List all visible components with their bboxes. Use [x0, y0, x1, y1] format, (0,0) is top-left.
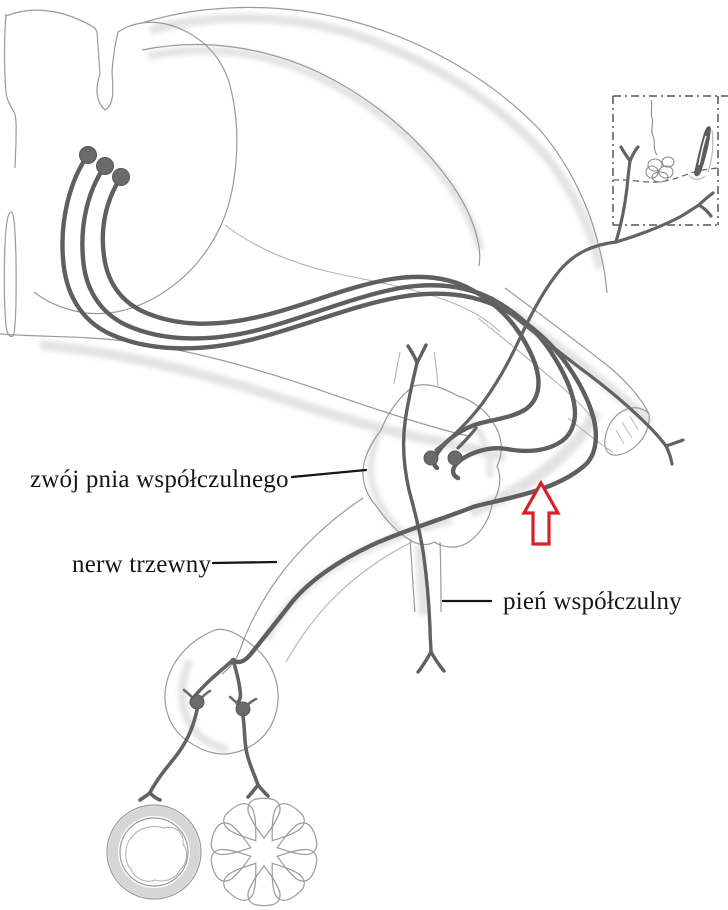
spinal-cord-outline	[0, 9, 501, 437]
preganglionic-soma-3	[112, 168, 130, 186]
sweat-gland-coil	[645, 99, 675, 183]
axon-to-skin	[434, 240, 618, 452]
label-trunk-ganglion: zwój pnia współczulnego	[30, 466, 289, 493]
prevertebral-soma-2	[235, 701, 251, 717]
leader-splanchnic-nerve	[211, 560, 278, 565]
trunk-ganglion-soma-1	[423, 450, 439, 466]
neuron-cell-bodies	[79, 146, 463, 717]
gland-cross-section	[207, 797, 321, 907]
label-sympathetic-trunk: pień współczulny	[503, 588, 682, 615]
sympathetic-trunk-fiber	[401, 343, 446, 674]
gland-lobule	[247, 797, 281, 839]
prevertebral-ganglion-outline	[164, 628, 279, 755]
preganglionic-soma-1	[79, 146, 97, 164]
axon-to-gland	[241, 714, 260, 787]
prevertebral-soma-1	[189, 694, 205, 710]
labels: zwój pnia współczulnego nerw trzewny pie…	[30, 466, 682, 615]
red-arrow-up-icon	[521, 479, 561, 546]
skin-inset-box	[612, 95, 728, 226]
trunk-ganglion-soma-2	[447, 450, 463, 466]
preganglionic-fiber-inner	[100, 174, 541, 471]
preganglionic-fibers	[60, 152, 599, 708]
spinal-nerve-sheath-outline	[477, 287, 650, 456]
splanchnic-branch-right	[231, 658, 245, 708]
blood-vessel-cross-section	[106, 804, 202, 900]
preganglionic-fiber-outer	[60, 152, 599, 665]
postganglionic-axons	[434, 145, 715, 466]
axon-to-periphery	[490, 296, 668, 448]
axon-to-vessel	[148, 708, 199, 795]
hair-follicle	[688, 126, 714, 180]
splanchnic-sheath-outline	[221, 497, 413, 675]
preganglionic-soma-2	[96, 157, 114, 175]
skin-surface-line	[612, 167, 718, 183]
leader-trunk-ganglion	[290, 468, 368, 479]
sympathetic-ganglion-outline	[362, 351, 502, 613]
label-splanchnic-nerve: nerw trzewny	[72, 551, 211, 578]
dorsal-root-sleeve-outline	[141, 6, 608, 294]
preganglionic-fiber-middle	[80, 163, 578, 481]
